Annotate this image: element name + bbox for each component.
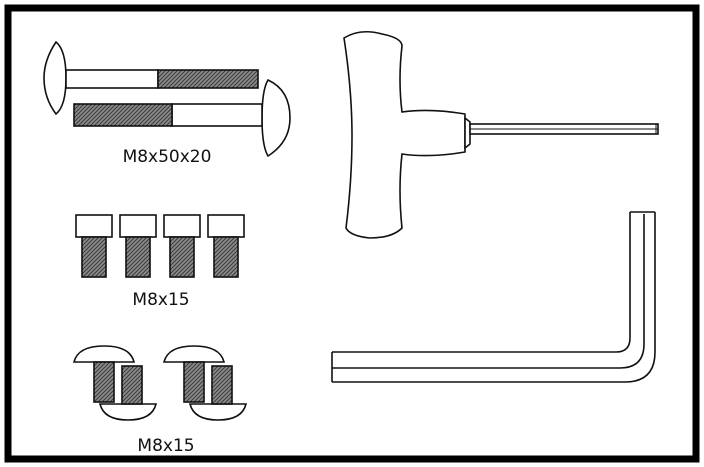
round-bolt-shank: [93, 361, 115, 403]
socket-screw-shank: [213, 236, 239, 278]
socket-screw-head: [75, 214, 113, 238]
round-bolt-head: [162, 345, 226, 363]
socket-screw-shank: [169, 236, 195, 278]
long-bolt-2: [73, 78, 291, 158]
l-hex-key: [331, 211, 656, 383]
round-bolt-shank: [121, 365, 143, 405]
socket-screw-shank: [81, 236, 107, 278]
socket-screws: [75, 214, 245, 278]
socket-screw-head: [119, 214, 157, 238]
round-bolt-head: [98, 403, 158, 421]
round-bolt-head: [188, 403, 248, 421]
socket-screw-head: [163, 214, 201, 238]
round-bolt-shank: [183, 361, 205, 403]
label-long-bolts: M8x50x20: [122, 147, 212, 167]
label-round-head-bolts: M8x15: [137, 436, 195, 456]
label-socket-screws: M8x15: [132, 290, 190, 310]
round-head-bolts: [72, 345, 248, 421]
t-handle-hex-key: [343, 30, 659, 239]
socket-screw-shank: [125, 236, 151, 278]
socket-screw-head: [207, 214, 245, 238]
round-bolt-head: [72, 345, 136, 363]
long-bolt-1: [43, 40, 259, 116]
round-bolt-shank: [211, 365, 233, 405]
